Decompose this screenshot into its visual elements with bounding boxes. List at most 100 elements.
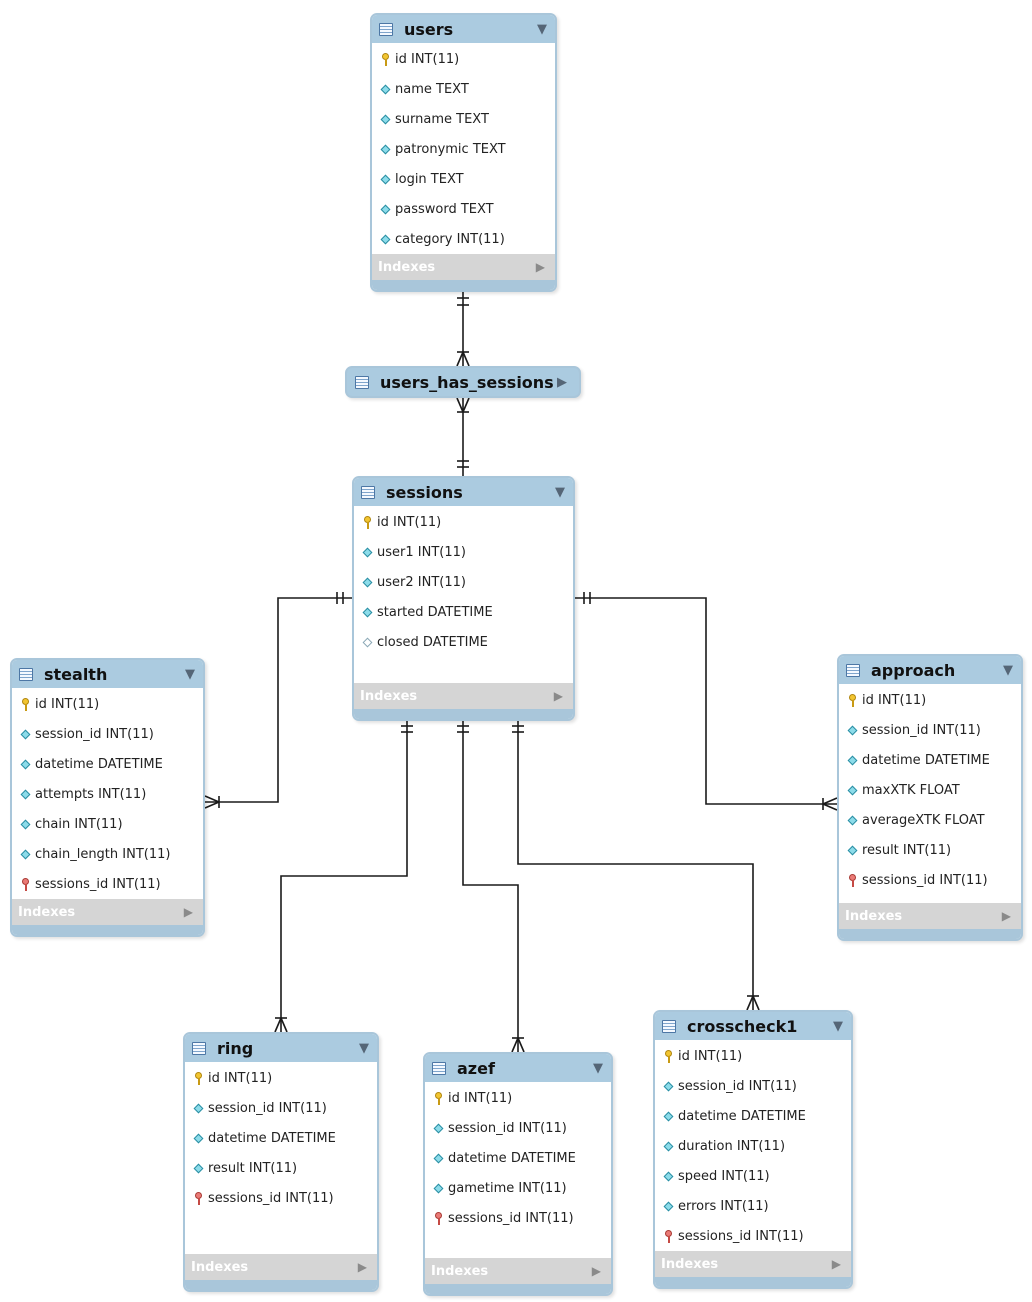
column-row[interactable]: sessions_id INT(11) [425,1203,611,1233]
collapse-arrow-icon[interactable]: ▼ [593,1060,603,1076]
table-header[interactable]: sessions ▼ [354,478,573,506]
column-row[interactable]: sessions_id INT(11) [839,865,1021,895]
column-diamond-icon [661,1111,675,1121]
indexes-label: Indexes [661,1256,719,1272]
column-row[interactable]: gametime INT(11) [425,1173,611,1203]
expand-arrow-icon[interactable]: ▶ [553,689,563,703]
column-row[interactable]: login TEXT [372,164,555,194]
collapse-arrow-icon[interactable]: ▼ [833,1018,843,1034]
column-row[interactable]: session_id INT(11) [185,1093,377,1123]
column-row[interactable]: duration INT(11) [655,1131,851,1161]
collapse-arrow-icon[interactable]: ▼ [1003,662,1013,678]
table-icon [846,663,860,677]
column-row[interactable]: maxXTK FLOAT [839,775,1021,805]
indexes-section[interactable]: Indexes ▶ [425,1258,611,1284]
column-row[interactable]: name TEXT [372,74,555,104]
column-row[interactable]: datetime DATETIME [425,1143,611,1173]
column-row[interactable]: datetime DATETIME [655,1101,851,1131]
column-row[interactable]: result INT(11) [185,1153,377,1183]
column-row[interactable]: user1 INT(11) [354,537,573,567]
column-row[interactable]: sessions_id INT(11) [655,1221,851,1251]
indexes-label: Indexes [18,904,76,920]
column-list: id INT(11)session_id INT(11)datetime DAT… [185,1062,377,1254]
table-approach[interactable]: approach ▼ id INT(11)session_id INT(11)d… [837,654,1023,941]
column-row[interactable]: session_id INT(11) [839,715,1021,745]
column-row[interactable]: chain INT(11) [12,809,203,839]
table-sessions[interactable]: sessions ▼ id INT(11) user1 INT(11)user2 … [352,476,575,721]
column-row[interactable]: id INT(11) [839,685,1021,715]
column-row[interactable]: password TEXT [372,194,555,224]
indexes-section[interactable]: Indexes ▶ [372,254,555,280]
column-row[interactable]: session_id INT(11) [655,1071,851,1101]
table-header[interactable]: azef ▼ [425,1054,611,1082]
column-row[interactable]: id INT(11) [185,1063,377,1093]
table-users-has-sessions[interactable]: users_has_sessions ▶ [345,366,581,398]
table-header[interactable]: crosscheck1 ▼ [655,1012,851,1040]
column-row[interactable]: patronymic TEXT [372,134,555,164]
collapse-arrow-icon[interactable]: ▼ [359,1040,369,1056]
column-label: started DATETIME [377,604,493,620]
column-row[interactable]: session_id INT(11) [425,1113,611,1143]
table-ring[interactable]: ring ▼ id INT(11)session_id INT(11)datet… [183,1032,379,1292]
table-header[interactable]: stealth ▼ [12,660,203,688]
table-crosscheck1[interactable]: crosscheck1 ▼ id INT(11)session_id INT(1… [653,1010,853,1289]
column-row[interactable]: sessions_id INT(11) [185,1183,377,1213]
table-header[interactable]: approach ▼ [839,656,1021,684]
table-azef[interactable]: azef ▼ id INT(11)session_id INT(11)datet… [423,1052,613,1296]
table-header[interactable]: users ▼ [372,15,555,43]
column-row[interactable]: datetime DATETIME [185,1123,377,1153]
column-row[interactable]: user2 INT(11) [354,567,573,597]
column-row[interactable]: id INT(11) [655,1041,851,1071]
collapse-arrow-icon[interactable]: ▼ [185,666,195,682]
column-label: id INT(11) [377,514,442,530]
column-diamond-icon [191,1103,205,1113]
expand-arrow-icon[interactable]: ▶ [557,374,567,390]
expand-arrow-icon[interactable]: ▶ [831,1257,841,1271]
column-row[interactable]: attempts INT(11) [12,779,203,809]
column-row[interactable]: session_id INT(11) [12,719,203,749]
relationship-users-users-has-sessions [456,292,470,367]
indexes-section[interactable]: Indexes ▶ [185,1254,377,1280]
column-row[interactable]: id INT(11) [354,507,573,537]
column-row[interactable]: errors INT(11) [655,1191,851,1221]
indexes-section[interactable]: Indexes ▶ [354,683,573,709]
column-row[interactable]: speed INT(11) [655,1161,851,1191]
collapse-arrow-icon[interactable]: ▼ [555,484,565,500]
column-row[interactable]: surname TEXT [372,104,555,134]
expand-arrow-icon[interactable]: ▶ [183,905,193,919]
expand-arrow-icon[interactable]: ▶ [357,1260,367,1274]
column-diamond-icon [378,204,392,214]
indexes-section[interactable]: Indexes ▶ [839,903,1021,929]
column-row[interactable]: id INT(11) [372,44,555,74]
table-icon [379,22,393,36]
column-row[interactable]: averageXTK FLOAT [839,805,1021,835]
column-label: averageXTK FLOAT [862,812,985,828]
expand-arrow-icon[interactable]: ▶ [591,1264,601,1278]
column-label: password TEXT [395,201,494,217]
column-row[interactable]: closed DATETIME [354,627,573,657]
column-row[interactable]: category INT(11) [372,224,555,254]
table-stealth[interactable]: stealth ▼ id INT(11)session_id INT(11)da… [10,658,205,937]
column-row[interactable]: chain_length INT(11) [12,839,203,869]
indexes-section[interactable]: Indexes ▶ [655,1251,851,1277]
column-row[interactable]: id INT(11) [425,1083,611,1113]
relationship-sessions-stealth [204,592,352,809]
column-diamond-icon [378,84,392,94]
column-row[interactable]: datetime DATETIME [12,749,203,779]
table-header[interactable]: ring ▼ [185,1034,377,1062]
relationship-sessions-ring [274,718,413,1033]
collapse-arrow-icon[interactable]: ▼ [537,21,547,37]
column-row[interactable]: sessions_id INT(11) [12,869,203,899]
expand-arrow-icon[interactable]: ▶ [1001,909,1011,923]
column-diamond-icon [845,725,859,735]
column-row[interactable]: id INT(11) [12,689,203,719]
table-icon [432,1061,446,1075]
expand-arrow-icon[interactable]: ▶ [535,260,545,274]
column-row[interactable]: datetime DATETIME [839,745,1021,775]
column-row[interactable]: started DATETIME [354,597,573,627]
column-row[interactable]: result INT(11) [839,835,1021,865]
indexes-section[interactable]: Indexes ▶ [12,899,203,925]
